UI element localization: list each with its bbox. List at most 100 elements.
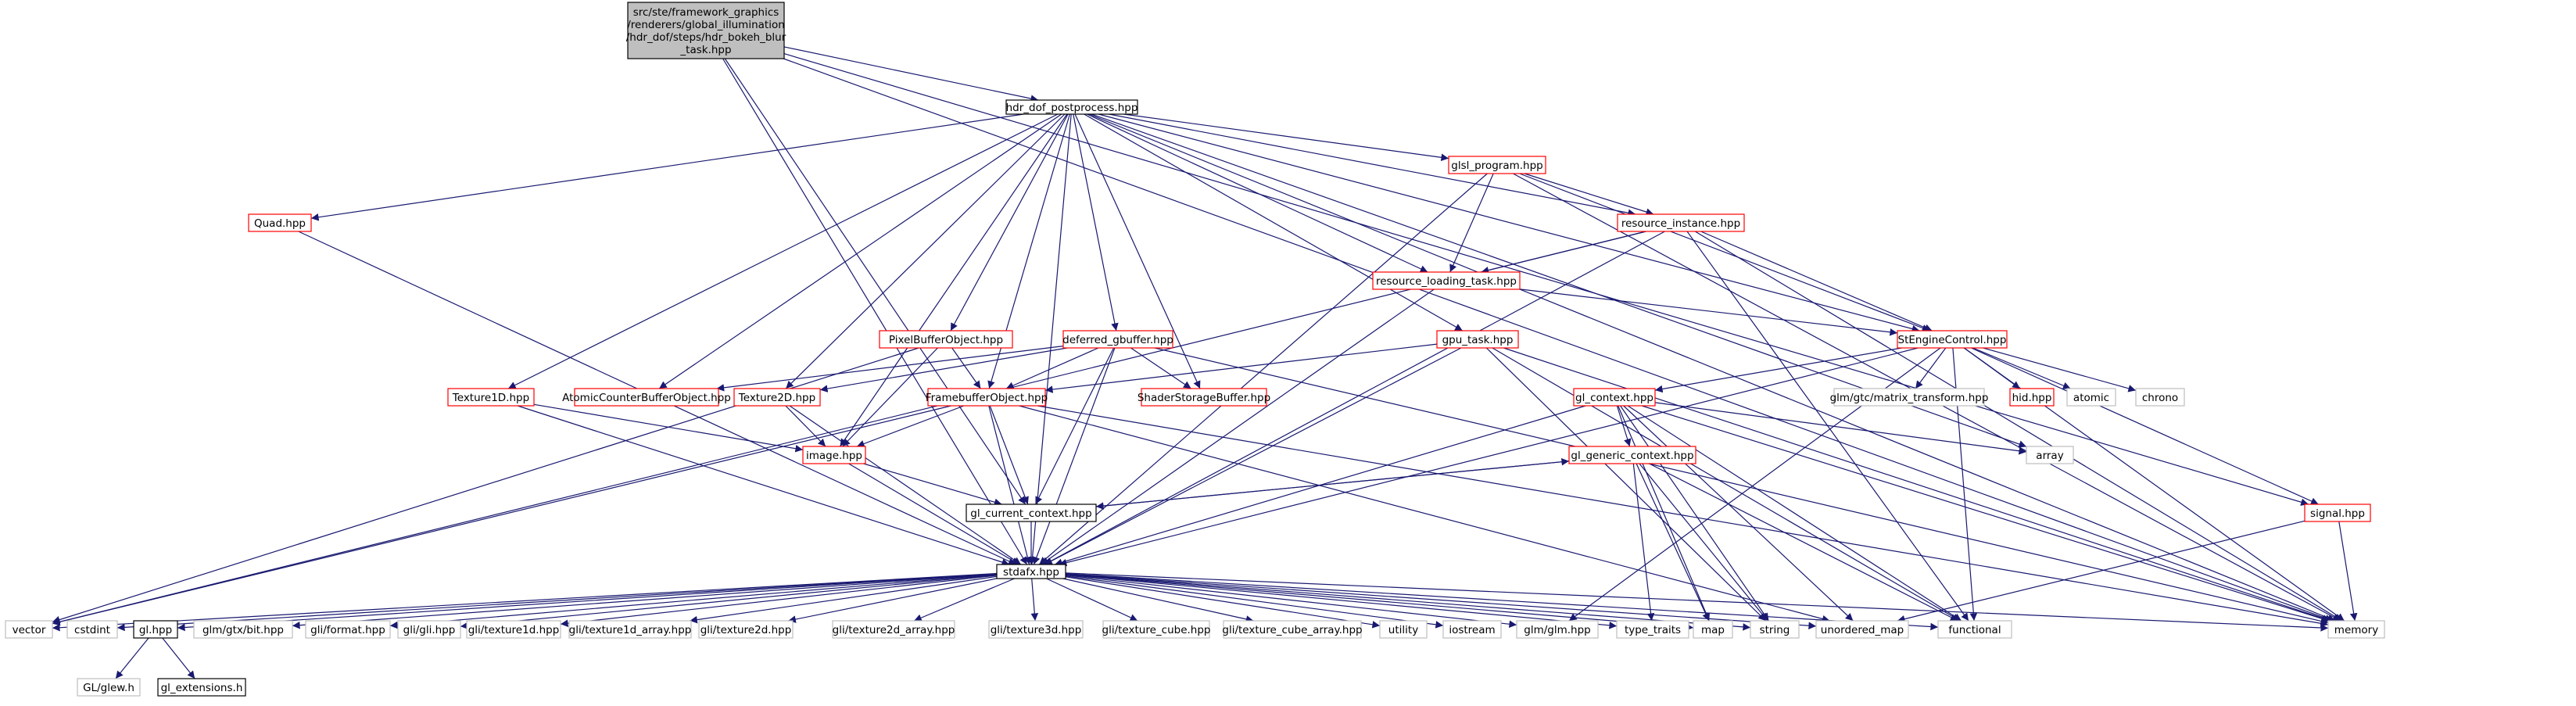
- node-gl-current-context[interactable]: gl_current_context.hpp: [966, 504, 1097, 522]
- node-cstdint[interactable]: cstdint: [66, 620, 118, 639]
- edge-st_engine_control-to-signal: [1971, 347, 2319, 505]
- node-label: cstdint: [74, 624, 110, 636]
- node-image[interactable]: image.hpp: [802, 446, 866, 464]
- node-label: gli/gli.hpp: [403, 624, 456, 636]
- node-box: [397, 620, 461, 639]
- node-box: [1223, 620, 1362, 639]
- node-box: [248, 213, 312, 232]
- node-glm-gtc-matrix-transform[interactable]: glm/gtc/matrix_transform.hpp: [1830, 388, 1989, 407]
- node-label: gl_current_context.hpp: [970, 507, 1091, 520]
- node-gli-texture-cube-array[interactable]: gli/texture_cube_array.hpp: [1222, 620, 1363, 639]
- node-label: gl_extensions.h: [161, 682, 243, 694]
- node-signal[interactable]: signal.hpp: [2304, 504, 2371, 522]
- edge-st_engine_control-to-stdafx: [1059, 347, 1919, 567]
- edge-root-to-hdr_dof_postprocess: [783, 46, 1039, 102]
- edge-hdr_dof_postprocess-to-quad: [310, 113, 1024, 221]
- edge-root-to-gl_current_context: [724, 58, 1026, 505]
- node-label: gli/texture1d_array.hpp: [569, 624, 692, 636]
- node-label: unordered_map: [1821, 624, 1904, 636]
- node-label: atomic: [2073, 392, 2109, 404]
- node-texture2d[interactable]: Texture2D.hpp: [733, 388, 821, 407]
- node-label: hdr_dof_postprocess.hpp: [1006, 102, 1138, 114]
- node-type-traits[interactable]: type_traits: [1616, 620, 1689, 639]
- node-gl-glew[interactable]: GL/glew.h: [77, 678, 141, 697]
- edge-glsl_program-to-st_engine_control: [1519, 173, 1930, 332]
- node-iostream[interactable]: iostream: [1442, 620, 1502, 639]
- node-label: vector: [13, 624, 46, 636]
- edge-hdr_dof_postprocess-to-image: [840, 113, 1068, 447]
- node-gpu-task[interactable]: gpu_task.hpp: [1436, 330, 1519, 349]
- node-memory[interactable]: memory: [2327, 620, 2385, 639]
- node-gli-texture1d[interactable]: gli/texture1d.hpp: [466, 620, 561, 639]
- node-functional[interactable]: functional: [1937, 620, 2012, 639]
- node-gli-texture1d-array[interactable]: gli/texture1d_array.hpp: [568, 620, 692, 639]
- node-label: hid.hpp: [2012, 392, 2052, 404]
- node-resource-loading-task[interactable]: resource_loading_task.hpp: [1372, 271, 1521, 290]
- node-box: [1005, 99, 1138, 115]
- node-label: glm/gtc/matrix_transform.hpp: [1830, 392, 1989, 404]
- node-gli-texture3d[interactable]: gli/texture3d.hpp: [988, 620, 1084, 639]
- node-box: [1750, 620, 1800, 639]
- node-unordered-map[interactable]: unordered_map: [1815, 620, 1909, 639]
- edge-stdafx-to-gli_texture_cube: [1046, 578, 1138, 622]
- node-box: [447, 388, 535, 407]
- edge-hdr_dof_postprocess-to-texture1d: [507, 113, 1059, 389]
- node-label: image.hpp: [806, 450, 862, 462]
- node-box: [1141, 388, 1267, 407]
- edge-stdafx-to-gli_texture_cube_array: [1062, 578, 1254, 623]
- edge-deferred_gbuffer-to-stdafx: [1033, 347, 1116, 565]
- node-label: signal.hpp: [2310, 507, 2365, 520]
- node-map[interactable]: map: [1693, 620, 1733, 639]
- node-deferred-gbuffer[interactable]: deferred_gbuffer.hpp: [1062, 330, 1173, 349]
- node-hid[interactable]: hid.hpp: [2009, 388, 2055, 407]
- node-hdr-dof-postprocess[interactable]: hdr_dof_postprocess.hpp: [1005, 99, 1138, 115]
- node-gl-extensions[interactable]: gl_extensions.h: [157, 678, 246, 697]
- node-atomic[interactable]: atomic: [2066, 388, 2116, 407]
- node-box: [305, 620, 391, 639]
- edge-hdr_dof_postprocess-to-glsl_program: [1123, 113, 1449, 162]
- node-vector[interactable]: vector: [5, 620, 53, 639]
- node-string[interactable]: string: [1750, 620, 1800, 639]
- node-root[interactable]: src/ste/framework_graphics/renderers/glo…: [626, 2, 786, 59]
- node-pixel-buffer-object[interactable]: PixelBufferObject.hpp: [879, 330, 1013, 349]
- node-st-engine-control[interactable]: StEngineControl.hpp: [1897, 330, 2008, 349]
- edge-stdafx-to-glm_glm: [1065, 575, 1517, 629]
- node-glsl-program[interactable]: glsl_program.hpp: [1448, 156, 1546, 174]
- node-gl-generic-context[interactable]: gl_generic_context.hpp: [1568, 446, 1696, 464]
- edge-gpu_task-to-stdafx: [1044, 347, 1462, 565]
- edge-glsl_program-to-resource_instance: [1524, 173, 1654, 216]
- node-label: iostream: [1449, 624, 1495, 636]
- node-atomic-counter-buffer-object[interactable]: AtomicCounterBufferObject.hpp: [562, 388, 731, 407]
- node-gli-texture2d[interactable]: gli/texture2d.hpp: [698, 620, 794, 639]
- edge-hdr_dof_postprocess-to-resource_loading_task: [1087, 113, 1428, 273]
- node-label: gli/texture2d.hpp: [700, 624, 792, 636]
- node-utility[interactable]: utility: [1379, 620, 1428, 639]
- node-gl[interactable]: gl.hpp: [133, 620, 178, 639]
- node-label: gli/texture_cube.hpp: [1102, 624, 1211, 636]
- node-chrono[interactable]: chrono: [2135, 388, 2185, 407]
- node-array[interactable]: array: [2026, 446, 2074, 464]
- node-shader-storage-buffer[interactable]: ShaderStorageBuffer.hpp: [1138, 388, 1270, 407]
- edge-framebuffer_object-to-stdafx: [988, 405, 1031, 565]
- node-gli-texture-cube[interactable]: gli/texture_cube.hpp: [1102, 620, 1211, 639]
- node-label: GL/glew.h: [83, 682, 134, 694]
- node-resource-instance[interactable]: resource_instance.hpp: [1617, 213, 1745, 232]
- node-gli-format[interactable]: gli/format.hpp: [305, 620, 391, 639]
- node-gl-context[interactable]: gl_context.hpp: [1573, 388, 1656, 407]
- node-glm-gtx-bit[interactable]: glm/gtx/bit.hpp: [193, 620, 293, 639]
- node-gli-gli[interactable]: gli/gli.hpp: [397, 620, 461, 639]
- node-box: [1379, 620, 1428, 639]
- edge-stdafx-to-gl: [177, 573, 998, 632]
- node-gli-texture2d-array[interactable]: gli/texture2d_array.hpp: [832, 620, 955, 639]
- node-box: [832, 620, 955, 639]
- node-framebuffer-object[interactable]: FramebufferObject.hpp: [926, 388, 1048, 407]
- edge-gpu_task-to-string: [1485, 347, 1767, 622]
- node-box: [988, 620, 1084, 639]
- node-glm-glm[interactable]: glm/glm.hpp: [1516, 620, 1599, 639]
- edge-hdr_dof_postprocess-to-memory: [1088, 113, 2336, 622]
- node-quad[interactable]: Quad.hpp: [248, 213, 312, 232]
- node-stdafx[interactable]: stdafx.hpp: [996, 564, 1066, 579]
- node-box: [5, 620, 53, 639]
- edge-texture1d-to-image: [533, 403, 804, 453]
- node-texture1d[interactable]: Texture1D.hpp: [447, 388, 535, 407]
